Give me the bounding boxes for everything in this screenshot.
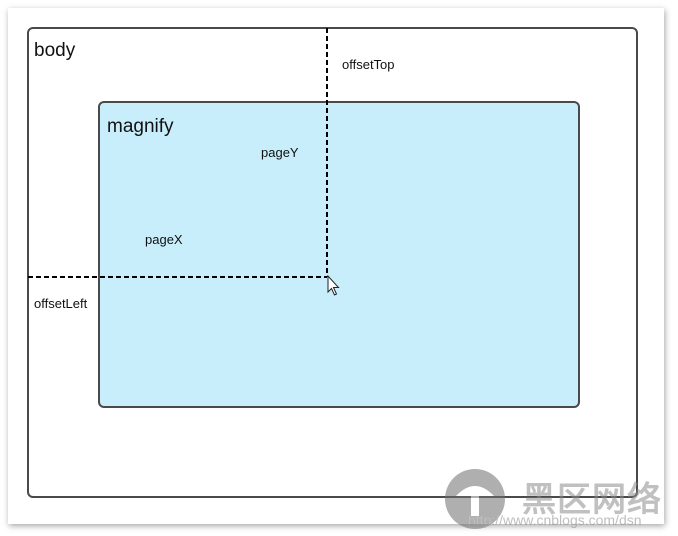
watermark-url: http://www.cnblogs.com/dsn (468, 512, 642, 528)
page-x-label: pageX (145, 232, 183, 247)
body-label: body (34, 40, 76, 61)
magnify-label: magnify (107, 116, 174, 137)
watermark: 黑区网络 http://www.cnblogs.com/dsn (442, 466, 670, 532)
mouse-pointer-icon (327, 274, 340, 296)
magnify-element-box (98, 101, 580, 408)
offset-left-label: offsetLeft (34, 296, 88, 311)
watermark-brand: 黑区网络 (522, 480, 662, 520)
offset-top-label: offsetTop (342, 57, 395, 72)
mushroom-logo-icon (445, 469, 505, 529)
page-y-label: pageY (261, 145, 299, 160)
